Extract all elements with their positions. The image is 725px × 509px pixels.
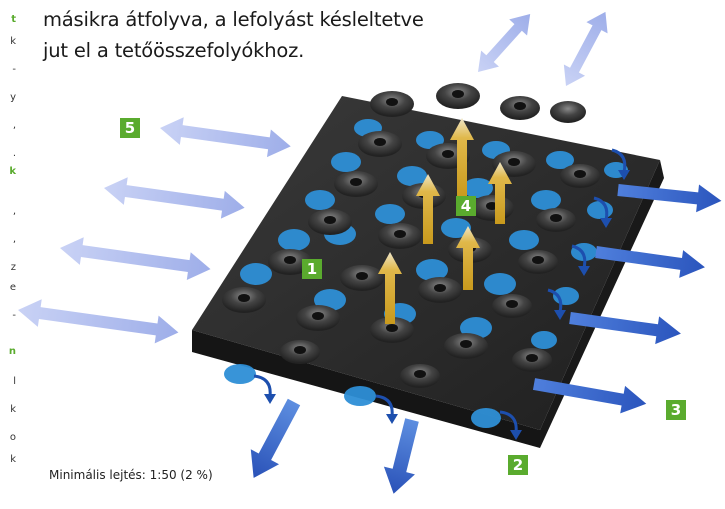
edge-letter: o xyxy=(9,432,16,443)
edge-letter: - xyxy=(12,64,16,75)
double-arrow xyxy=(478,14,531,72)
edge-letter: k xyxy=(10,404,16,415)
edge-letter: k xyxy=(10,36,16,47)
edge-letter: y xyxy=(10,92,16,103)
light-double-arrows xyxy=(18,11,608,344)
edge-letter: n xyxy=(8,346,16,357)
curved-flow-arrows xyxy=(253,148,627,433)
outflow-arrows-right xyxy=(532,184,722,414)
edge-letter: z xyxy=(10,262,16,273)
outflow-arrows-down xyxy=(250,398,419,494)
edge-letter: . xyxy=(12,148,16,159)
double-arrow xyxy=(104,177,245,219)
intro-line-2: jut el a tetőösszefolyókhoz. xyxy=(43,39,305,62)
edge-letter: e xyxy=(9,282,16,293)
edge-letter: , xyxy=(12,120,16,131)
badge-1: 1 xyxy=(302,259,322,279)
upward-arrows xyxy=(378,118,512,324)
badge-4: 4 xyxy=(456,196,476,216)
badge-5: 5 xyxy=(120,118,140,138)
edge-letter: t xyxy=(11,14,16,25)
minimum-slope-note: Minimális lejtés: 1:50 (2 %) xyxy=(49,468,213,482)
edge-letter: k xyxy=(10,454,16,465)
badge-2: 2 xyxy=(508,455,528,475)
intro-line-1: másikra átfolyva, a lefolyást késleltetv… xyxy=(43,8,424,31)
double-arrow xyxy=(60,237,211,280)
double-arrow xyxy=(18,299,179,344)
double-arrow xyxy=(563,11,608,86)
double-arrow xyxy=(160,117,291,158)
edge-letter: l xyxy=(13,376,16,387)
badge-3: 3 xyxy=(666,400,686,420)
curved-flow-arrowheads xyxy=(264,170,630,440)
edge-letter: , xyxy=(12,234,16,245)
edge-letter: , xyxy=(12,206,16,217)
edge-letter: k xyxy=(9,166,16,177)
edge-letter: - xyxy=(12,310,16,321)
intro-text: másikra átfolyva, a lefolyást késleltetv… xyxy=(43,4,424,66)
